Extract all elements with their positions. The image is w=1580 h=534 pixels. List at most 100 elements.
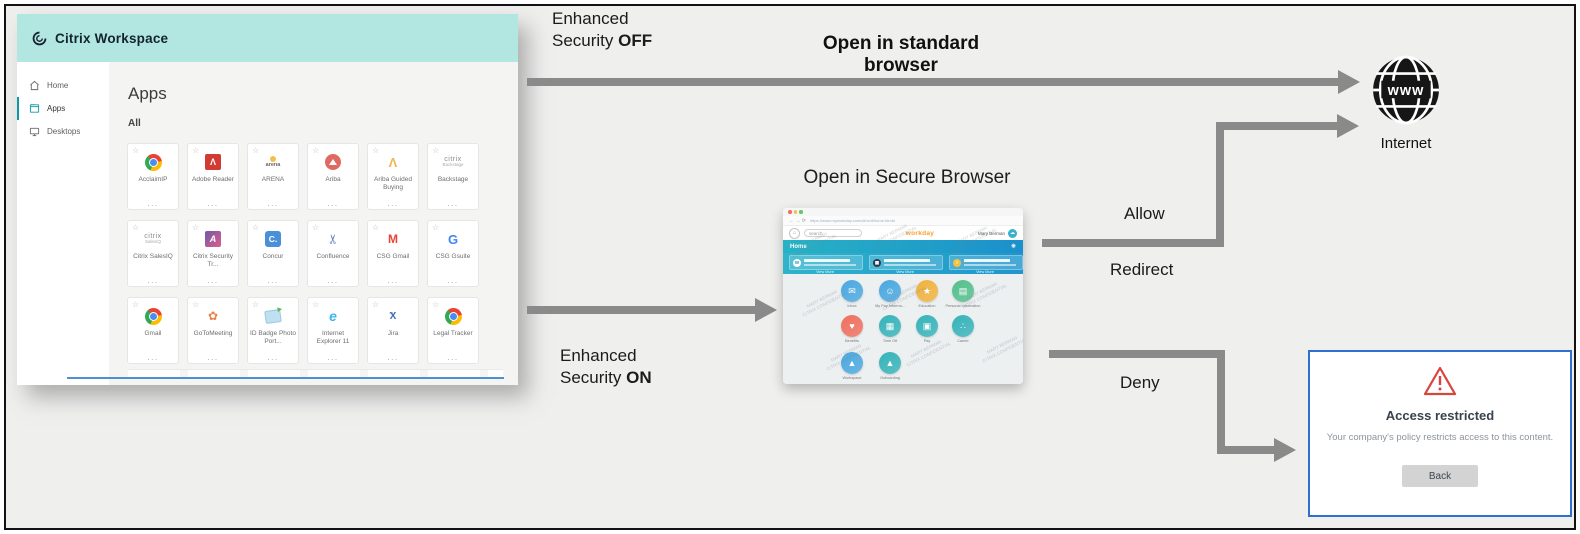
redirect-label: Redirect xyxy=(1110,260,1174,279)
search-input[interactable]: search xyxy=(804,229,862,237)
favorite-star-icon[interactable]: ☆ xyxy=(432,223,440,232)
maximize-dot-icon[interactable] xyxy=(799,210,803,214)
portal-app-education[interactable]: ★ xyxy=(916,280,938,302)
more-options-button[interactable]: ... xyxy=(387,353,399,362)
favorite-star-icon[interactable]: ☆ xyxy=(432,300,440,309)
portal-app-label: Career xyxy=(957,339,969,343)
portal-app-onboarding[interactable]: ▲ xyxy=(879,352,901,374)
favorite-star-icon[interactable]: ☆ xyxy=(252,300,260,309)
app-tile[interactable]: ☆Gmail... xyxy=(127,297,179,364)
more-options-button[interactable]: ... xyxy=(147,199,159,208)
browser-nav-icons[interactable]: ← → ⟳ xyxy=(789,217,806,224)
view-more-button[interactable]: View More xyxy=(896,269,914,274)
gear-icon[interactable]: ✳ xyxy=(1010,244,1016,250)
portal-app-personal-information[interactable]: ▤ xyxy=(952,280,974,302)
app-tile[interactable]: ☆Legal Tracker... xyxy=(427,297,479,364)
more-options-button[interactable]: ... xyxy=(447,353,459,362)
more-options-button[interactable]: ... xyxy=(387,199,399,208)
portal-app-time-off[interactable]: ▦ xyxy=(879,315,901,337)
view-more-button[interactable]: View More xyxy=(976,269,994,274)
arrowhead-standard-browser xyxy=(1338,70,1360,94)
workspace-title: Citrix Workspace xyxy=(55,30,169,46)
portal-app-inbox[interactable]: ✉ xyxy=(841,280,863,302)
favorite-star-icon[interactable]: ☆ xyxy=(132,300,140,309)
app-tile-name: AcclaimIP xyxy=(138,176,168,183)
favorite-star-icon[interactable]: ☆ xyxy=(192,223,200,232)
favorite-star-icon[interactable]: ☆ xyxy=(312,146,320,155)
back-button[interactable]: Back xyxy=(1402,465,1478,487)
gmail-icon: M xyxy=(388,232,398,246)
more-options-button[interactable]: ... xyxy=(327,199,339,208)
portal-app-benefits[interactable]: ♥ xyxy=(841,315,863,337)
more-options-button[interactable]: ... xyxy=(267,276,279,285)
portal-app-pay[interactable]: ▣ xyxy=(916,315,938,337)
more-options-button[interactable]: ... xyxy=(327,276,339,285)
arrow-deny-horizontal xyxy=(1049,350,1225,358)
app-tile[interactable]: ☆✿GoToMeeting... xyxy=(187,297,239,364)
more-options-button[interactable]: ... xyxy=(267,199,279,208)
favorite-star-icon[interactable]: ☆ xyxy=(192,146,200,155)
arrow-allow-horizontal xyxy=(1042,239,1223,247)
home-icon[interactable]: ⌂ xyxy=(789,227,800,239)
view-more-button[interactable]: View More xyxy=(816,269,834,274)
url-text[interactable]: https://www.myworkday.com/citrix/d/home.… xyxy=(809,218,895,223)
close-dot-icon[interactable] xyxy=(788,210,792,214)
sidebar-item-home[interactable]: Home xyxy=(17,74,109,97)
favorite-star-icon[interactable]: ☆ xyxy=(252,146,260,155)
arrow-deny-vertical xyxy=(1217,350,1225,453)
dialog-title: Access restricted xyxy=(1385,408,1495,423)
more-options-button[interactable]: ... xyxy=(147,276,159,285)
app-tile[interactable]: ☆ AcclaimIP... xyxy=(127,143,179,210)
more-options-button[interactable]: ... xyxy=(147,353,159,362)
browser-navbar: ← → ⟳ https://www.myworkday.com/citrix/d… xyxy=(783,216,1023,226)
access-restricted-dialog: Access restricted Your company's policy … xyxy=(1308,350,1572,517)
filter-all-label[interactable]: All xyxy=(128,118,141,129)
favorite-star-icon[interactable]: ☆ xyxy=(132,223,140,232)
app-tile-name: Citrix SalesIQ xyxy=(133,253,173,260)
app-tile-name: Ariba xyxy=(325,176,341,183)
avatar[interactable]: ☁ xyxy=(1008,228,1017,238)
app-tile[interactable]: ☆ID Badge Photo Port...... xyxy=(247,297,299,364)
more-options-button[interactable]: ... xyxy=(267,353,279,362)
portal-app-my-pay-informa-[interactable]: ☺ xyxy=(879,280,901,302)
portal-app-workspace[interactable]: ▲ xyxy=(841,352,863,374)
minimize-dot-icon[interactable] xyxy=(793,210,797,214)
more-options-button[interactable]: ... xyxy=(207,276,219,285)
favorite-star-icon[interactable]: ☆ xyxy=(312,223,320,232)
portal-app-career[interactable]: ∴ xyxy=(952,315,974,337)
favorite-star-icon[interactable]: ☆ xyxy=(252,223,260,232)
more-options-button[interactable]: ... xyxy=(387,276,399,285)
app-tile[interactable]: ☆ Ariba... xyxy=(307,143,359,210)
more-options-button[interactable]: ... xyxy=(207,199,219,208)
more-options-button[interactable]: ... xyxy=(207,353,219,362)
app-tile[interactable]: ☆✂Confluence... xyxy=(307,220,359,287)
more-options-button[interactable]: ... xyxy=(447,199,459,208)
more-options-button[interactable]: ... xyxy=(447,276,459,285)
arrowhead-secure-browser xyxy=(755,298,777,322)
favorite-star-icon[interactable]: ☆ xyxy=(432,146,440,155)
more-options-button[interactable]: ... xyxy=(327,353,339,362)
id-badge-icon xyxy=(264,308,282,324)
favorite-star-icon[interactable]: ☆ xyxy=(372,146,380,155)
app-tile[interactable]: ☆C.Concur... xyxy=(247,220,299,287)
portal-banner: Home ✳ xyxy=(783,240,1023,253)
favorite-star-icon[interactable]: ☆ xyxy=(312,300,320,309)
favorite-star-icon[interactable]: ☆ xyxy=(132,146,140,155)
favorite-star-icon[interactable]: ☆ xyxy=(192,300,200,309)
internet-explorer-icon: e xyxy=(329,308,337,324)
sidebar-item-desktops[interactable]: Desktops xyxy=(17,120,109,143)
favorite-star-icon[interactable]: ☆ xyxy=(372,223,380,232)
sidebar-item-apps[interactable]: Apps xyxy=(17,97,109,120)
favorite-star-icon[interactable]: ☆ xyxy=(372,300,380,309)
